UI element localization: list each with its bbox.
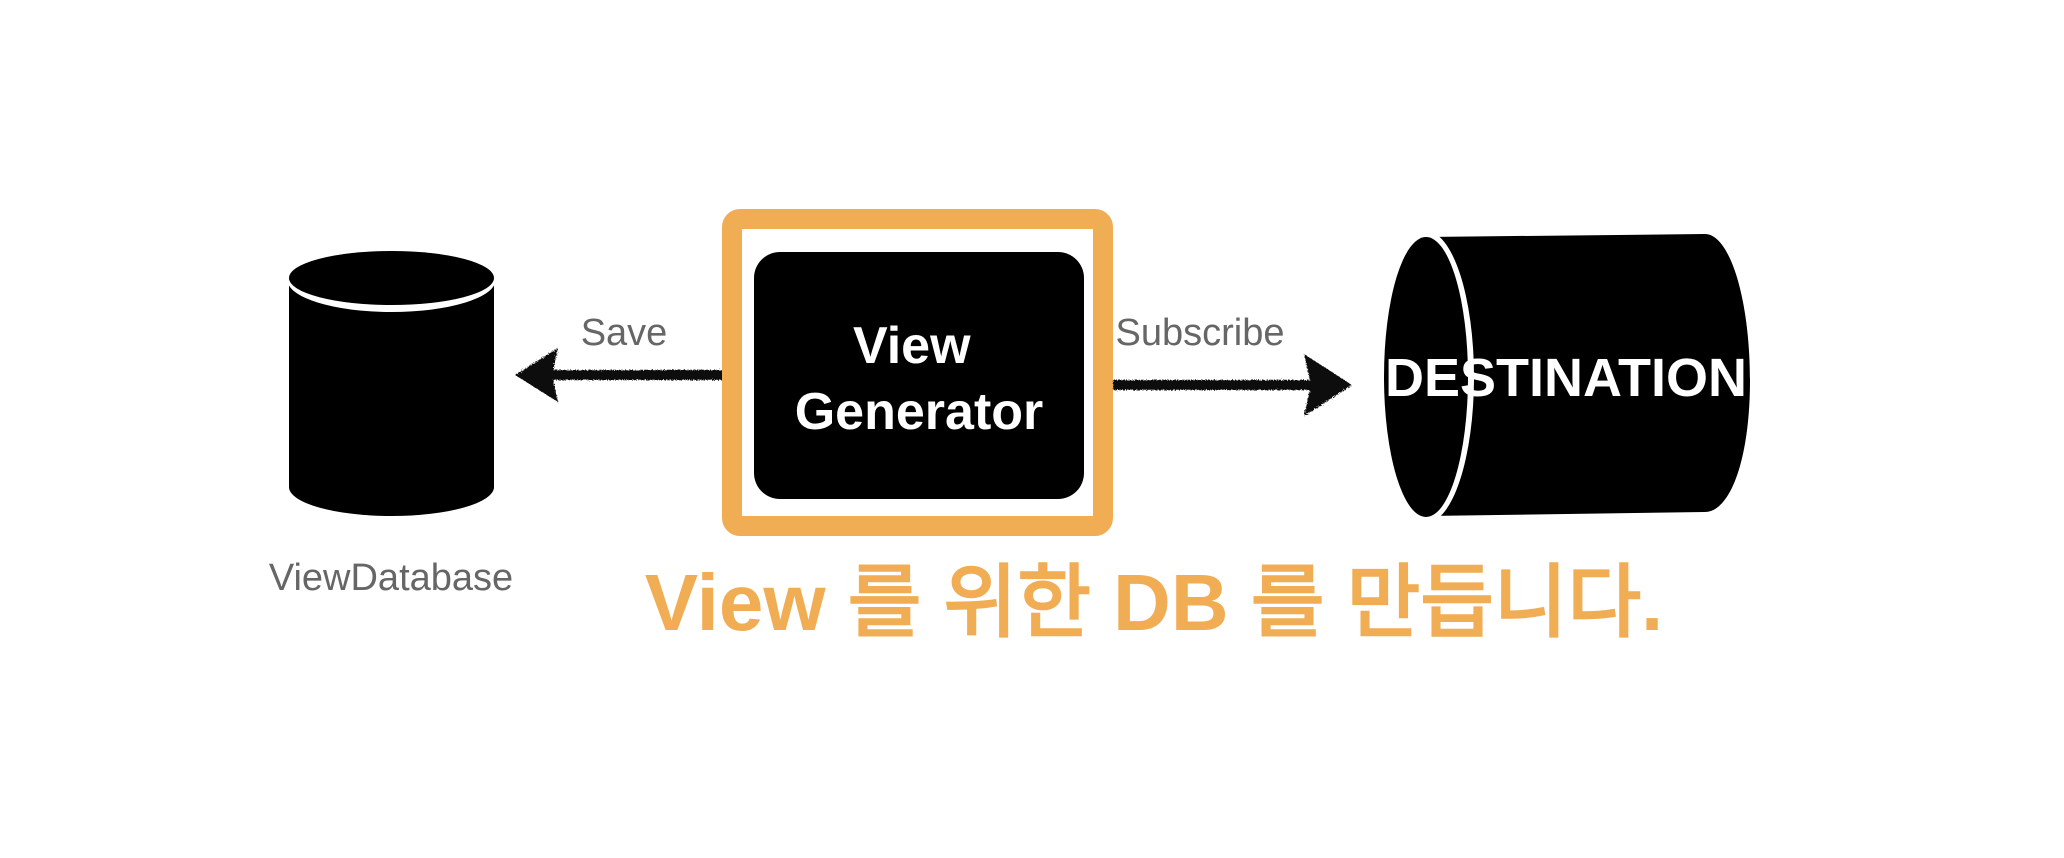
- save-edge-label: Save: [581, 312, 668, 354]
- view-generator-label: View Generator: [795, 317, 1044, 441]
- destination-cylinder: [1378, 231, 1750, 523]
- destination-label: DESTINATION: [1385, 348, 1747, 408]
- view-generator-label-line2: Generator: [795, 383, 1044, 441]
- subscribe-arrow: [1113, 354, 1352, 416]
- view-generator-label-line1: View: [853, 317, 971, 375]
- subscribe-edge-label: Subscribe: [1116, 312, 1285, 354]
- view-database-label: ViewDatabase: [269, 557, 513, 599]
- view-database-cylinder: [287, 248, 496, 516]
- view-generator-node: [754, 252, 1084, 499]
- save-arrow: [515, 348, 723, 402]
- view-generator-highlight-frame: [722, 209, 1113, 536]
- diagram-caption: View 를 위한 DB 를 만듭니다.: [645, 558, 1664, 647]
